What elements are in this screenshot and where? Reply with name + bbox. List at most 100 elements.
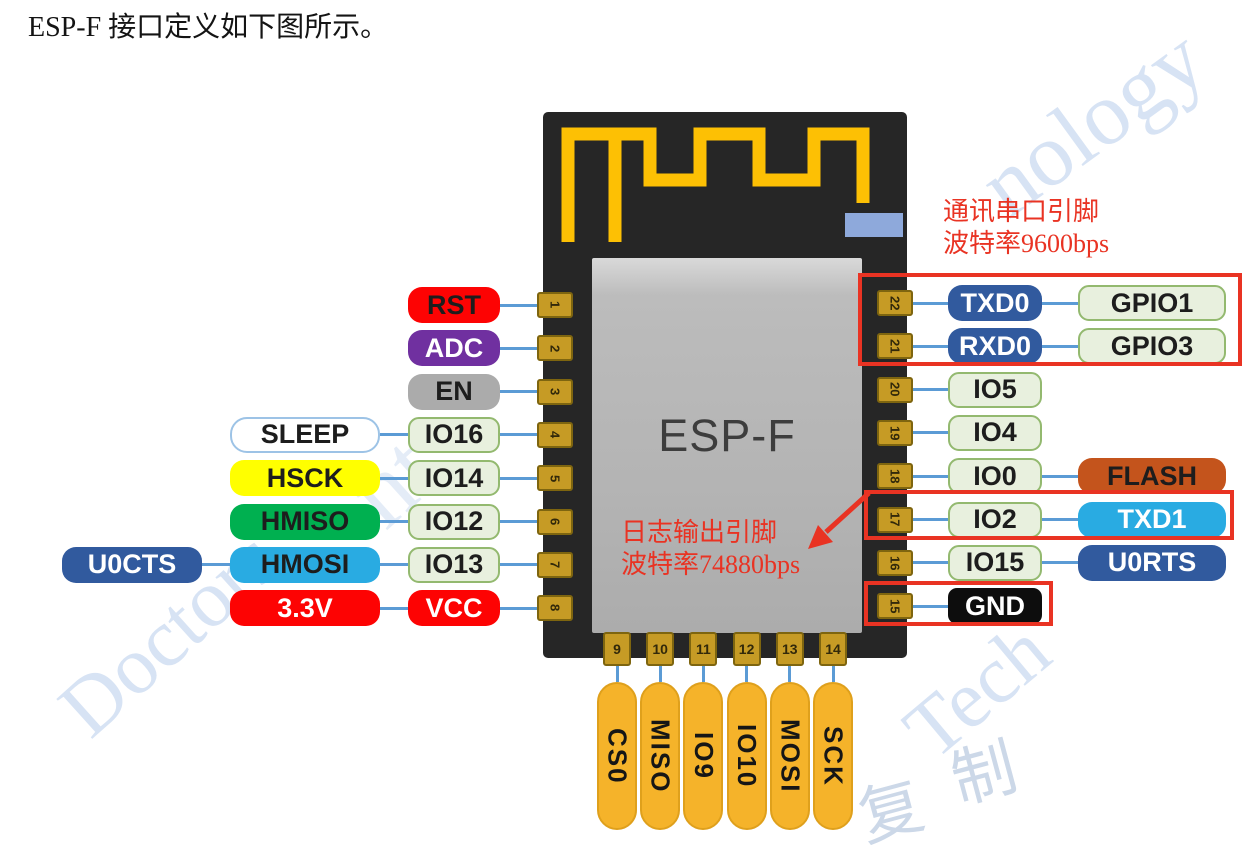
pill-rxd0: RXD0 xyxy=(948,328,1042,365)
chip-label: ESP-F xyxy=(658,410,796,461)
pill-3-3v: 3.3V xyxy=(230,590,380,627)
pill-io14: IO14 xyxy=(408,460,500,497)
pill-flash: FLASH xyxy=(1078,458,1226,495)
bottom-pin-label: IO9 xyxy=(688,732,719,780)
serial-note-line2: 波特率9600bps xyxy=(943,229,1110,258)
pad-number: 17 xyxy=(887,512,903,527)
pad-number: 19 xyxy=(887,425,903,441)
pad-8: 8 xyxy=(537,595,573,622)
pad-number: 11 xyxy=(695,641,711,657)
pill-io16: IO16 xyxy=(408,416,500,453)
wire xyxy=(913,604,948,608)
pad-number: 9 xyxy=(613,641,621,657)
antenna-trace-icon xyxy=(561,127,870,242)
bottom-pin-miso: MISO xyxy=(640,682,681,830)
pad-4: 4 xyxy=(537,421,573,448)
pad-number: 20 xyxy=(887,382,903,397)
pad-19: 19 xyxy=(877,419,913,446)
log-pin-highlight xyxy=(864,490,1234,540)
pill-u0rts: U0RTS xyxy=(1078,544,1226,581)
pill-adc: ADC xyxy=(408,330,500,367)
pill-en: EN xyxy=(408,373,500,410)
wire xyxy=(500,390,537,394)
pad-13: 13 xyxy=(775,632,804,666)
bottom-pin-label: MOSI xyxy=(775,718,806,794)
pill-gpio3: GPIO3 xyxy=(1078,328,1226,365)
page-title: ESP-F 接口定义如下图所示。 xyxy=(28,12,389,43)
pad-number: 16 xyxy=(887,555,903,571)
pad-number: 6 xyxy=(547,517,563,526)
pill-hmosi: HMOSI xyxy=(230,546,380,583)
pad-7: 7 xyxy=(537,551,573,578)
pad-20: 20 xyxy=(877,376,913,403)
wire xyxy=(913,518,948,521)
pill-sleep: SLEEP xyxy=(230,416,380,453)
pill-io5: IO5 xyxy=(948,371,1042,408)
wire xyxy=(701,666,705,682)
pill-io4: IO4 xyxy=(948,414,1042,451)
pad-2: 2 xyxy=(537,335,573,362)
pad-number: 4 xyxy=(547,431,563,439)
log-note: 日志输出引脚 波特率74880bps xyxy=(621,517,800,581)
pad-12: 12 xyxy=(732,632,761,666)
wire xyxy=(500,563,537,567)
pad-number: 18 xyxy=(887,468,903,484)
pill-io15: IO15 xyxy=(948,544,1042,581)
pad-number: 3 xyxy=(547,387,563,396)
wire xyxy=(380,520,408,523)
pad-number: 5 xyxy=(547,474,563,482)
pad-number: 12 xyxy=(738,641,755,657)
pad-1: 1 xyxy=(537,292,573,318)
pad-6: 6 xyxy=(537,508,573,535)
wire xyxy=(745,666,749,682)
pad-21: 21 xyxy=(877,333,913,360)
pad-number: 15 xyxy=(887,598,903,614)
bottom-pin-label: IO10 xyxy=(732,723,763,789)
serial-note-line1: 通讯串口引脚 xyxy=(943,197,1100,226)
pill-io13: IO13 xyxy=(408,546,500,583)
serial-pins-highlight xyxy=(858,273,1242,366)
wire xyxy=(913,388,948,392)
pill-txd0: TXD0 xyxy=(948,285,1042,321)
serial-note: 通讯串口引脚 波特率9600bps xyxy=(943,196,1109,260)
pad-number: 22 xyxy=(887,295,903,311)
log-note-line2: 波特率74880bps xyxy=(621,550,801,579)
pad-17: 17 xyxy=(877,506,913,533)
wire xyxy=(380,563,408,567)
wire xyxy=(1042,474,1078,478)
pad-number: 1 xyxy=(547,301,563,309)
wire xyxy=(380,433,408,437)
bottom-pin-label: MISO xyxy=(645,718,676,794)
pad-18: 18 xyxy=(877,463,913,490)
metal-shield: ESP-F xyxy=(592,258,862,633)
bottom-pin-cs0: CS0 xyxy=(597,682,637,830)
bottom-pin-io10: IO10 xyxy=(726,682,767,830)
wire xyxy=(1042,344,1078,348)
bottom-pin-io9: IO9 xyxy=(683,682,724,830)
esp-module-body: ESP-F xyxy=(543,112,907,658)
wire xyxy=(500,606,537,610)
bottom-pin-mosi: MOSI xyxy=(769,682,810,830)
wire xyxy=(500,433,537,437)
pill-io12: IO12 xyxy=(408,503,500,540)
wire xyxy=(913,301,948,305)
watermark-text: 复 xyxy=(850,769,932,845)
wire xyxy=(500,520,537,523)
wire xyxy=(380,606,408,610)
pad-22: 22 xyxy=(877,290,913,316)
pad-number: 8 xyxy=(547,604,563,612)
wire xyxy=(913,344,948,348)
pad-10: 10 xyxy=(646,632,675,666)
wire xyxy=(380,476,408,480)
pad-number: 10 xyxy=(652,641,668,657)
wire xyxy=(615,666,619,682)
pad-number: 21 xyxy=(887,339,903,354)
bottom-pin-sck: SCK xyxy=(813,682,853,830)
pad-5: 5 xyxy=(537,465,573,492)
pad-14: 14 xyxy=(819,632,847,666)
pad-9: 9 xyxy=(603,632,631,666)
pill-hmiso: HMISO xyxy=(230,503,380,540)
pill-gnd: GND xyxy=(948,588,1042,625)
wire xyxy=(913,561,948,565)
